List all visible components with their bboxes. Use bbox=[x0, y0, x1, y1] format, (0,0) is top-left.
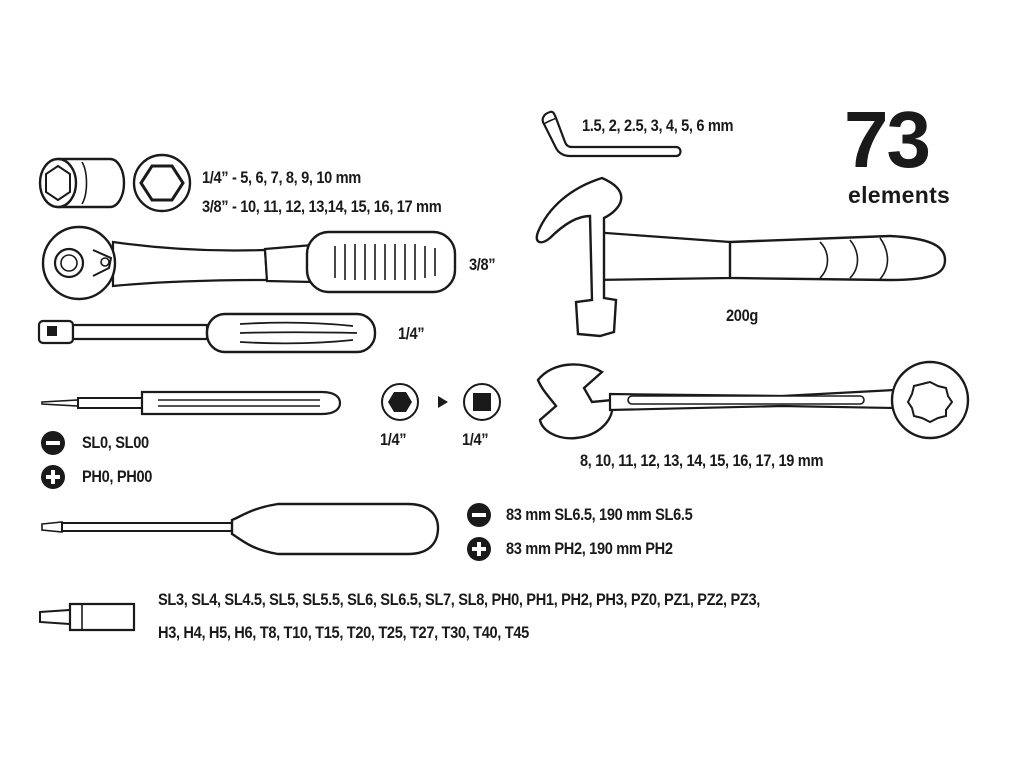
socket-sizes-line2: 3/8” - 10, 11, 12, 13,14, 15, 16, 17 mm bbox=[202, 197, 442, 216]
minus-circle-icon bbox=[467, 503, 491, 527]
hex-key-sizes: 1.5, 2, 2.5, 3, 4, 5, 6 mm bbox=[582, 116, 734, 135]
ratchet-drive-size: 3/8” bbox=[469, 255, 496, 274]
bit-handle-drive-size: 1/4” bbox=[398, 324, 425, 343]
square-drive-icon bbox=[462, 382, 502, 422]
bit-sizes-line1: SL3, SL4, SL4.5, SL5, SL5.5, SL6, SL6.5,… bbox=[158, 590, 760, 609]
bit-sizes-line2: H3, H4, H5, H6, T8, T10, T15, T20, T25, … bbox=[158, 623, 529, 642]
ratchet-icon bbox=[35, 224, 460, 302]
screwdriver-phillips-sizes: 83 mm PH2, 190 mm PH2 bbox=[506, 539, 673, 558]
socket-sizes-line1: 1/4” - 5, 6, 7, 8, 9, 10 mm bbox=[202, 168, 361, 187]
minus-circle-icon bbox=[41, 431, 65, 455]
item-count: 73 bbox=[844, 95, 931, 184]
plus-circle-icon bbox=[41, 465, 65, 489]
hex-key-icon bbox=[538, 108, 688, 166]
plus-circle-icon bbox=[467, 537, 491, 561]
precision-slotted-sizes: SL0, SL00 bbox=[82, 433, 149, 452]
item-count-label: elements bbox=[848, 182, 951, 208]
combination-wrench-icon bbox=[532, 358, 972, 440]
arrow-right-icon bbox=[438, 396, 448, 408]
wrench-sizes: 8, 10, 11, 12, 13, 14, 15, 16, 17, 19 mm bbox=[580, 451, 824, 470]
hex-socket-end-icon bbox=[130, 152, 194, 214]
hammer-weight: 200g bbox=[726, 306, 758, 325]
precision-screwdriver-icon bbox=[40, 386, 345, 420]
precision-phillips-sizes: PH0, PH00 bbox=[82, 467, 153, 486]
adapter-hex-size: 1/4” bbox=[380, 430, 407, 449]
socket-icon bbox=[30, 152, 130, 214]
screwdriver-icon bbox=[38, 498, 443, 560]
hammer-icon bbox=[530, 172, 950, 342]
hex-drive-icon bbox=[380, 382, 420, 422]
bit-icon bbox=[36, 600, 140, 634]
screwdriver-slotted-sizes: 83 mm SL6.5, 190 mm SL6.5 bbox=[506, 505, 693, 524]
bit-handle-icon bbox=[35, 310, 380, 356]
adapter-square-size: 1/4” bbox=[462, 430, 489, 449]
